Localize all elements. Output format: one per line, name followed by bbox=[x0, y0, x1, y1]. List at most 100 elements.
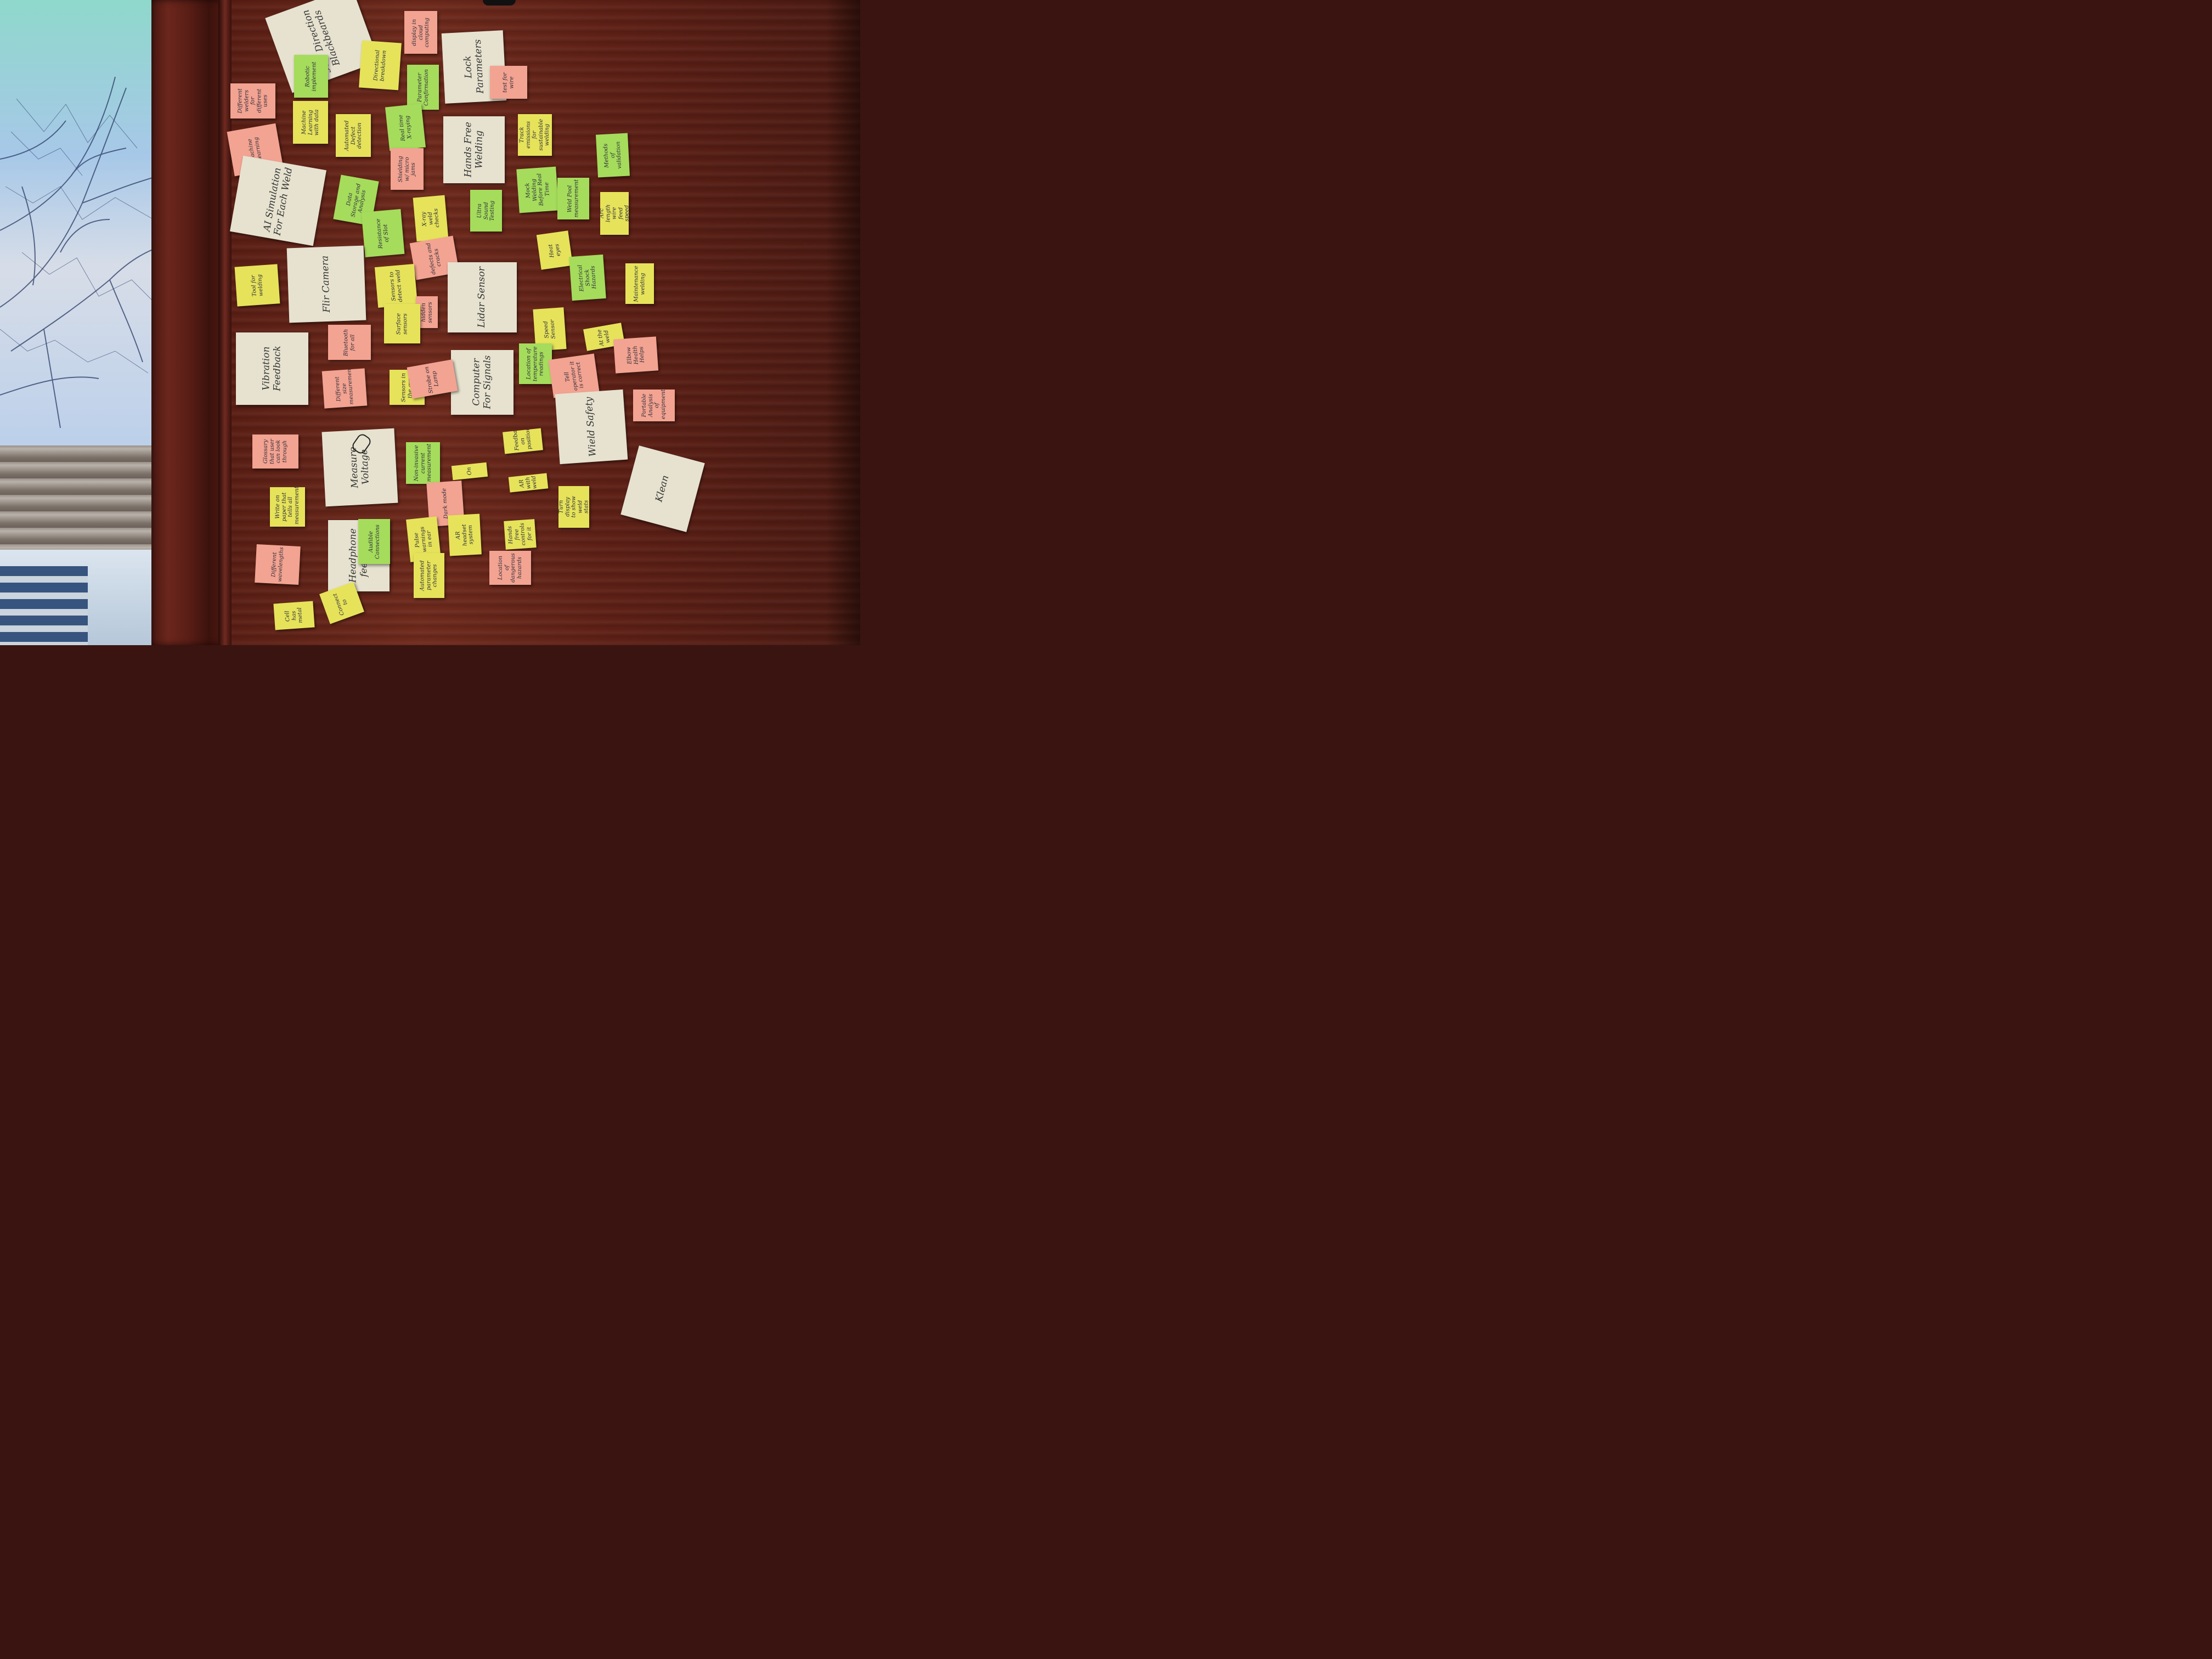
sticky-note: Automated Defect detection bbox=[336, 114, 371, 157]
sticky-note-text: test for wire bbox=[502, 72, 515, 93]
sticky-note-text: defects and cracks bbox=[425, 242, 442, 275]
sticky-note-text: Connect to bbox=[331, 592, 349, 616]
sticky-note: Shielding w/ micro jams bbox=[391, 148, 424, 190]
sticky-note: Turn display to show weld stats bbox=[558, 486, 589, 528]
sticky-note-text: Robotic implement bbox=[304, 61, 318, 92]
sticky-note-text: Lidar Sensor bbox=[476, 267, 488, 328]
sticky-note-text: AR with weld bbox=[518, 475, 538, 489]
sticky-note: Ultra Sound Testing bbox=[470, 190, 502, 232]
sticky-note: Tool for welding bbox=[234, 264, 280, 307]
sticky-note: Computer For Signals bbox=[451, 350, 514, 415]
sticky-note-text: display in cloud computing bbox=[411, 17, 430, 48]
sticky-note-text: Heat eyes bbox=[547, 243, 562, 258]
sticky-note-text: Elbow Health Helps bbox=[625, 345, 646, 365]
sticky-note: AI Simulation For Each Weld bbox=[230, 155, 326, 246]
sticky-note: Weld Pool measurement bbox=[557, 178, 589, 219]
bare-tree-branches bbox=[0, 76, 160, 428]
sticky-note: Location of temperature readings bbox=[519, 343, 552, 384]
sticky-note-text: Automated parameter changes bbox=[419, 560, 438, 591]
sticky-note-text: Portable Analysis of equipment bbox=[641, 390, 667, 419]
sticky-note-text: Different welders for different uses bbox=[237, 88, 269, 114]
sticky-note-text: Klean bbox=[653, 474, 672, 504]
sticky-note-text: Vibration Feedback bbox=[261, 346, 283, 392]
building bbox=[0, 566, 88, 645]
sticky-note: Automated parameter changes bbox=[414, 553, 444, 598]
sticky-note-text: Sensors to detect weld bbox=[388, 269, 404, 302]
sticky-note-text: Resistance of Slot bbox=[375, 218, 390, 249]
sticky-note: Parameter Confirmation bbox=[407, 65, 439, 110]
sticky-note-text: Flir Camera bbox=[319, 255, 333, 313]
sticky-note-text: Dark mode bbox=[441, 488, 450, 520]
sticky-note: display in cloud computing bbox=[404, 11, 437, 54]
sticky-note-text: Feedback on positions bbox=[511, 428, 533, 451]
sticky-note: Hands Free Welding bbox=[443, 116, 505, 183]
sticky-note-text: Directional breakdown bbox=[373, 49, 387, 81]
sticky-note: Directional breakdown bbox=[359, 40, 402, 91]
sticky-note: Wield Safety bbox=[555, 389, 628, 465]
sticky-note-text: Automated Defect detection bbox=[343, 120, 363, 151]
sticky-note-text: Methods of validation bbox=[602, 141, 623, 169]
sticky-note-text: Ultra Sound Testing bbox=[476, 200, 495, 221]
sticky-note-text: Strobe on Lamp bbox=[424, 365, 440, 394]
sticky-note-text: Different size measurements bbox=[334, 368, 355, 405]
sticky-note-text: Different wavelengths bbox=[270, 546, 285, 582]
sticky-note: Heat eyes bbox=[536, 230, 573, 270]
sticky-note: Flir Camera bbox=[286, 245, 366, 323]
sticky-note-text: Location of dangerous hazards bbox=[498, 553, 523, 583]
sticky-note: Portable Analysis of equipment bbox=[633, 390, 675, 421]
sticky-note-text: Non-invasive current measurement bbox=[413, 443, 432, 482]
sticky-note: AR headset system bbox=[448, 514, 482, 556]
sticky-note-text: Arc length wire feed speed bbox=[600, 204, 629, 223]
sticky-note: Non-invasive current measurement bbox=[406, 442, 440, 484]
sticky-note-text: Real time X-raying bbox=[398, 114, 413, 142]
sticky-note-text: Lock Parameters bbox=[462, 39, 486, 94]
sticky-note: Feedback on positions bbox=[503, 428, 543, 454]
sticky-note-text: Computer For Signals bbox=[471, 356, 493, 409]
sticky-note: Maintenance welding bbox=[625, 263, 654, 304]
sticky-note-text: Hands Free Welding bbox=[462, 122, 484, 178]
sticky-note: Different wavelengths bbox=[255, 544, 301, 585]
window-blinds bbox=[0, 445, 165, 550]
sticky-note: X-ray weld checks bbox=[413, 195, 449, 242]
sticky-note-text: Turn display to show weld stats bbox=[558, 496, 589, 518]
sticky-note-text: Tool for welding bbox=[250, 274, 264, 297]
sticky-note-text: Electrical Shock Hazards bbox=[577, 264, 598, 292]
sticky-note-text: Glossary that user can look through bbox=[263, 439, 288, 464]
sticky-note: Bluetooth for all bbox=[328, 325, 371, 360]
sticky-note: Write on paper that tells all measuremen… bbox=[270, 487, 305, 527]
sticky-note: Audible Connections bbox=[358, 519, 390, 564]
sticky-note-text: X-ray weld checks bbox=[420, 208, 441, 228]
sticky-note-text: Write on paper that tells all measuremen… bbox=[275, 487, 300, 524]
sticky-note: Glossary that user can look through bbox=[252, 435, 298, 469]
sticky-note-text: Parameter Confirmation bbox=[416, 69, 430, 106]
sticky-note-text: Surface sensors bbox=[396, 313, 409, 335]
sticky-note: Different size measurements bbox=[321, 368, 368, 409]
sticky-note-text: On bbox=[466, 467, 473, 476]
sticky-note: Arc length wire feed speed bbox=[600, 192, 629, 235]
sticky-note-text: Wield Safety bbox=[583, 396, 599, 458]
sticky-note-text: Machine Learning with data bbox=[301, 109, 320, 136]
sticky-note: Track emissions for sustainable welding bbox=[518, 114, 552, 156]
window-view bbox=[0, 0, 160, 445]
sticky-note: Elbow Health Helps bbox=[613, 336, 659, 374]
sticky-note-text: Audible Connections bbox=[368, 524, 381, 559]
sticky-note-text: Cell has metal bbox=[284, 607, 304, 623]
sticky-note-text: hidden sensors bbox=[420, 301, 433, 323]
sticky-note: Robotic implement bbox=[294, 55, 328, 98]
table-edge-groove bbox=[218, 0, 232, 645]
sticky-note-text: Maintenance welding bbox=[633, 265, 646, 302]
sticky-note: Different welders for different uses bbox=[230, 83, 275, 119]
dark-object bbox=[483, 0, 516, 5]
sticky-note-text: Speed Sensor bbox=[543, 319, 557, 339]
sticky-note: Cell has metal bbox=[273, 601, 315, 630]
lower-window-view bbox=[0, 550, 167, 645]
sticky-note-text: At the weld bbox=[596, 329, 611, 347]
sticky-note-text: Location of temperature readings bbox=[526, 346, 545, 381]
sticky-note: Hands free controls for it bbox=[504, 519, 537, 550]
sticky-note: Vibration Feedback bbox=[236, 332, 308, 405]
sticky-note: Machine Learning with data bbox=[293, 101, 328, 144]
sticky-note: Mock Welding Before Real Time bbox=[516, 166, 559, 213]
sticky-note-text: AI Simulation For Each Weld bbox=[261, 167, 295, 237]
table-shadow-edge bbox=[826, 0, 860, 645]
